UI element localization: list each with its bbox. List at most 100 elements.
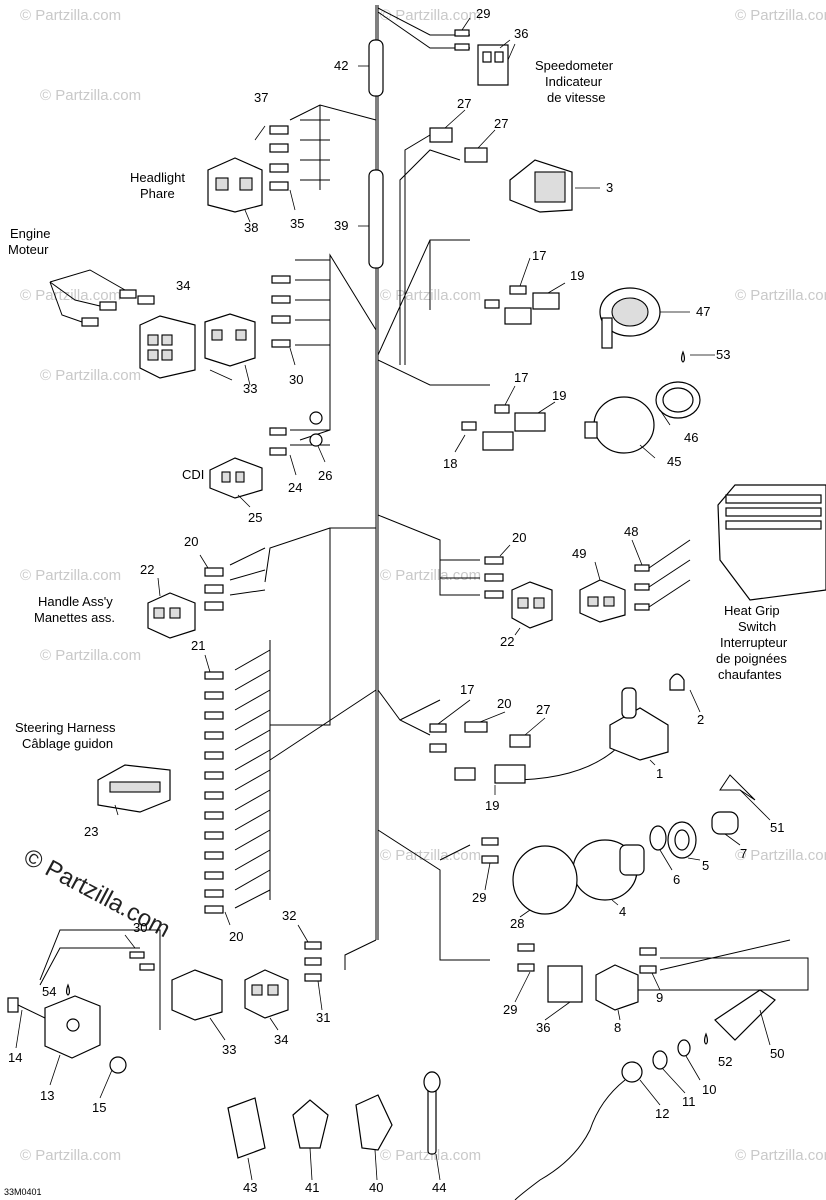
callout-24: 24 <box>288 480 302 495</box>
watermark-text: © Partzilla.com <box>40 87 141 104</box>
callout-33: 33 <box>222 1042 236 1057</box>
callout-20: 20 <box>229 929 243 944</box>
part-47-heat-grip-switch <box>599 287 661 349</box>
callout-2: 2 <box>697 712 704 727</box>
label-steering-fr: Câblage guidon <box>22 736 113 751</box>
callout-47: 47 <box>696 304 710 319</box>
part-19-connector-lower <box>494 764 526 784</box>
part-50-heater-element <box>714 989 776 1041</box>
watermark-text: © Partzilla.com <box>735 7 826 24</box>
callout-41: 41 <box>305 1180 319 1195</box>
callout-13: 13 <box>40 1088 54 1103</box>
watermark-text: © Partzilla.com <box>735 847 826 864</box>
part-43-tape <box>227 1097 266 1159</box>
part-38-headlight-connector <box>207 157 263 213</box>
callout-36: 36 <box>536 1020 550 1035</box>
callout-49: 49 <box>572 546 586 561</box>
diagram-code: 33M0401 <box>4 1187 42 1197</box>
watermark-text: © Partzilla.com <box>380 847 481 864</box>
callout-46: 46 <box>684 430 698 445</box>
callout-17: 17 <box>514 370 528 385</box>
part-33-engine-connector <box>204 313 256 367</box>
part-30-terminals <box>271 275 291 348</box>
callout-10: 10 <box>702 1082 716 1097</box>
callout-20: 20 <box>497 696 511 711</box>
label-speedometer-fr2: de vitesse <box>547 90 606 105</box>
part-48-terminals <box>634 539 691 611</box>
callout-29: 29 <box>472 890 486 905</box>
callout-30: 30 <box>133 920 147 935</box>
harness-sleeve-42 <box>368 39 384 97</box>
callout-3: 3 <box>606 180 613 195</box>
part-number-callouts: 29 36 42 37 27 27 3 38 35 39 17 19 47 34… <box>8 6 784 1195</box>
part-52-sealant <box>703 1032 709 1045</box>
callout-12: 12 <box>655 1106 669 1121</box>
watermark-text: © Partzilla.com <box>20 287 121 304</box>
callout-39: 39 <box>334 218 348 233</box>
callout-45: 45 <box>667 454 681 469</box>
part-5-grommet <box>667 821 697 859</box>
part-10-part <box>677 1039 691 1057</box>
part-19-connectors-middle <box>482 412 546 451</box>
part-53-sealant <box>680 350 686 363</box>
callout-27: 27 <box>536 702 550 717</box>
callout-19: 19 <box>485 798 499 813</box>
part-2-boot <box>669 673 685 691</box>
callout-19: 19 <box>552 388 566 403</box>
leader-lines <box>15 17 771 1181</box>
part-22-connector-right <box>511 581 553 629</box>
callout-34: 34 <box>176 278 190 293</box>
label-speedometer-en: Speedometer <box>535 58 614 73</box>
part-12-coil-cord <box>514 1061 643 1200</box>
part-23-steering-connector <box>97 764 171 813</box>
part-36-bottom-connector <box>547 965 583 1003</box>
part-20-terminals-handle <box>204 567 224 611</box>
part-11-part <box>652 1050 668 1070</box>
callout-18: 18 <box>443 456 457 471</box>
part-14-bolt <box>7 997 46 1019</box>
callout-4: 4 <box>619 904 626 919</box>
label-heatgrip-5: chaufantes <box>718 667 782 682</box>
part-27-terminal-lower <box>464 147 488 163</box>
part-26-seals <box>309 411 323 447</box>
part-29-speedometer-terminals <box>454 29 470 51</box>
callout-25: 25 <box>248 510 262 525</box>
part-4-ignition-switch <box>572 839 645 901</box>
part-33-bottom-connector <box>171 969 223 1021</box>
callout-7: 7 <box>740 846 747 861</box>
part-17-terminals-lower <box>429 723 447 753</box>
part-21-terminals <box>204 671 224 914</box>
part-7-sleeve <box>711 811 739 835</box>
callout-14: 14 <box>8 1050 22 1065</box>
watermark-text: © Partzilla.com <box>380 7 481 24</box>
callout-22: 22 <box>140 562 154 577</box>
heat-grip-switch-module <box>717 484 826 601</box>
part-19-connectors-upper <box>504 292 560 325</box>
part-22-handle-connector <box>147 592 196 639</box>
part-44-cable-tie <box>423 1071 441 1155</box>
part-28-key-switch-body <box>512 845 578 915</box>
part-13-regulator <box>44 995 101 1059</box>
callout-52: 52 <box>718 1054 732 1069</box>
part-41-clip <box>292 1099 329 1149</box>
callout-29: 29 <box>476 6 490 21</box>
callout-6: 6 <box>673 872 680 887</box>
label-engine-en: Engine <box>10 226 50 241</box>
part-27-terminal-upper <box>429 127 453 143</box>
part-36-speedometer-connector <box>477 43 516 86</box>
part-29-terminals-middle <box>481 837 499 864</box>
label-handle-fr: Manettes ass. <box>34 610 115 625</box>
callout-23: 23 <box>84 824 98 839</box>
part-37-terminals <box>269 125 289 191</box>
part-17-terminals-middle <box>461 404 510 431</box>
callout-40: 40 <box>369 1180 383 1195</box>
part-34-bottom-connector <box>244 969 289 1019</box>
main-harness-trunk <box>368 5 384 940</box>
callout-38: 38 <box>244 220 258 235</box>
callout-44: 44 <box>432 1180 446 1195</box>
part-3-rocker-switch <box>509 159 573 213</box>
callout-9: 9 <box>656 990 663 1005</box>
watermark-text: © Partzilla.com <box>40 647 141 664</box>
part-17-terminals-upper <box>484 285 527 309</box>
